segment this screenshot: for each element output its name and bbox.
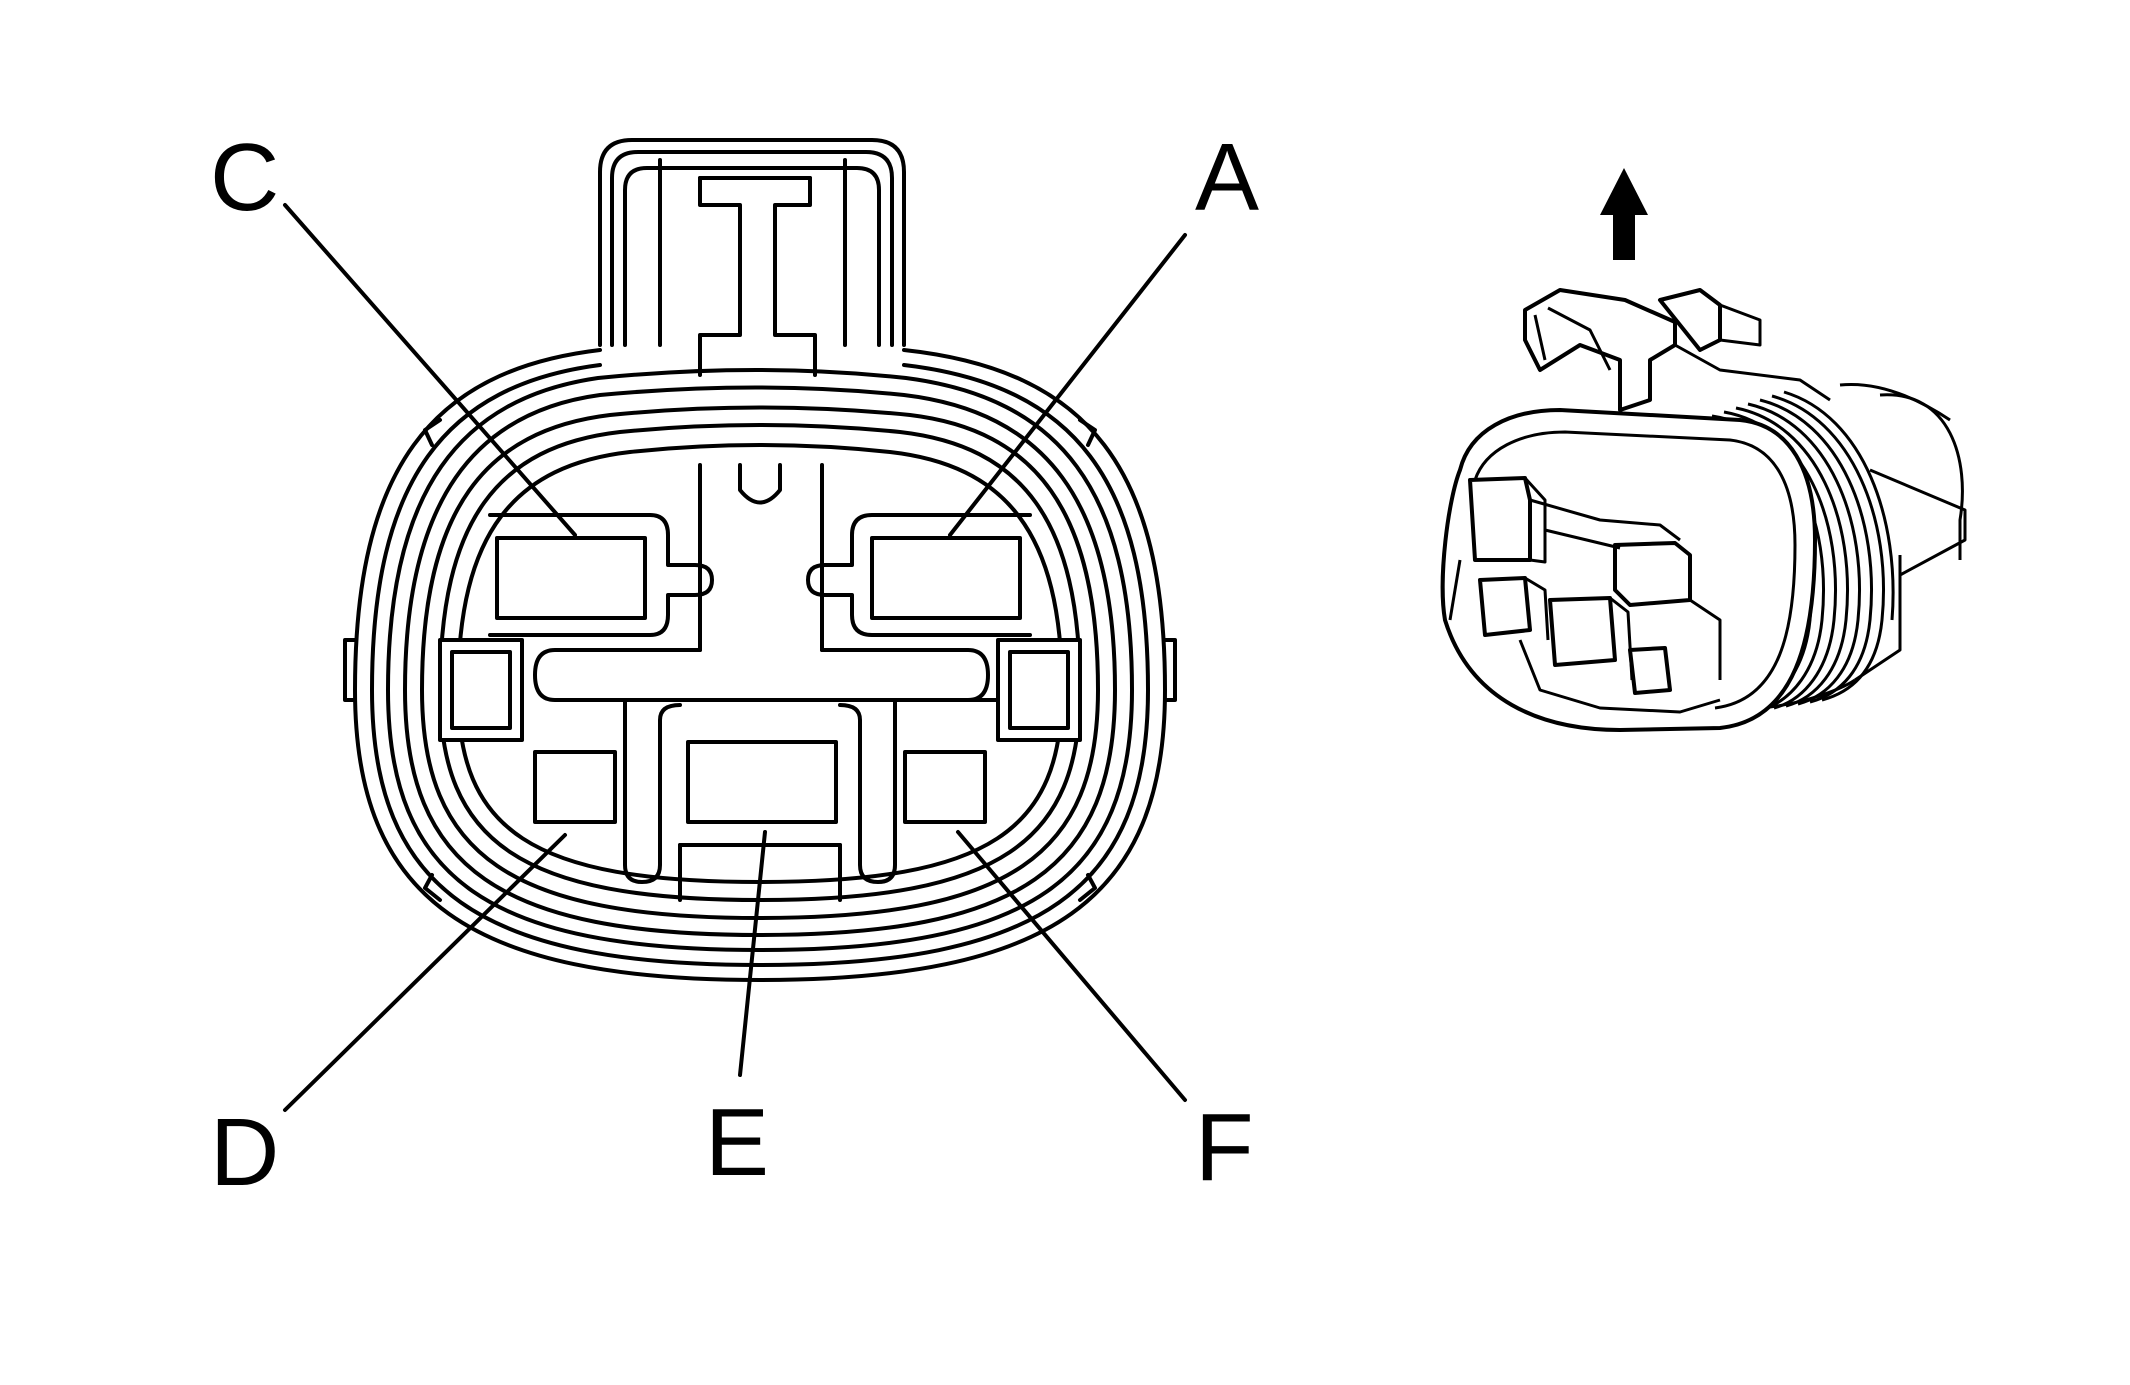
- leader-line-e: [738, 830, 767, 1077]
- terminal-e-cavity: [686, 740, 838, 824]
- terminal-d-cavity: [533, 750, 617, 824]
- latch-top: [1523, 288, 1831, 412]
- terminal-a-cavity: [806, 513, 1032, 637]
- connector-front-face: [1440, 408, 1817, 732]
- leader-line-a: [948, 233, 1187, 537]
- terminal-label-a: A: [1195, 124, 1259, 231]
- terminal-label-c: C: [210, 124, 279, 231]
- terminal-label-f: F: [1195, 1094, 1254, 1201]
- leader-line-c: [283, 203, 577, 537]
- left-lock-window: [438, 638, 524, 742]
- connector-shell: [343, 348, 1177, 982]
- terminal-label-e: E: [705, 1089, 769, 1196]
- inner-divider: [533, 463, 1002, 902]
- up-arrow-icon: [1600, 168, 1648, 260]
- terminal-c-cavity: [488, 513, 714, 637]
- connector-front-view: C A D E F: [210, 124, 1259, 1206]
- terminal-label-d: D: [210, 1099, 279, 1206]
- connector-isometric-view: [1440, 168, 1967, 732]
- leader-line-d: [283, 833, 567, 1112]
- terminal-f-cavity: [903, 750, 987, 824]
- leader-line-f: [956, 830, 1187, 1102]
- right-lock-window: [996, 638, 1082, 742]
- latch-tab: [598, 138, 906, 377]
